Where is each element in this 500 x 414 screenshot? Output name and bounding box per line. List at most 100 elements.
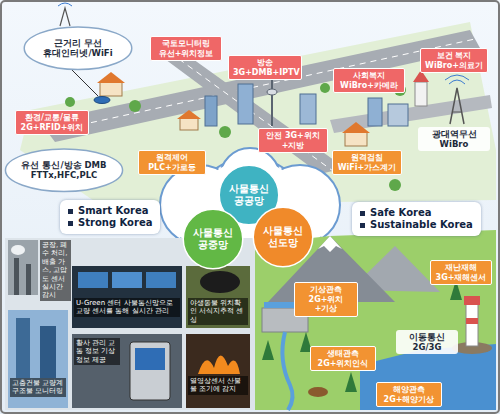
- tree: [389, 179, 401, 191]
- slogan-box: Safe KoreaSustainable Korea: [352, 202, 481, 236]
- signal-waves: [58, 3, 72, 6]
- node-label: 사물통신 공공망: [226, 183, 272, 207]
- screen: [146, 272, 176, 288]
- node-label: U-Green 센터 사물통신망으로 교량 센서를 통해 실시간 관리: [76, 299, 178, 316]
- device-photo: [72, 334, 182, 408]
- bear-photo: [186, 266, 250, 328]
- node-label: 사물통신 공중망: [190, 227, 236, 251]
- house-roof: [342, 122, 370, 133]
- control-room-photo: [72, 266, 182, 328]
- tower: [271, 80, 273, 126]
- node-label: 야생동물 위치확인 서식지추적 센싱: [190, 299, 246, 324]
- router: [94, 97, 110, 104]
- flame: [198, 355, 240, 374]
- house: [180, 118, 198, 130]
- photo-caption: 고층건물 교량계 구조물 모니터링: [10, 378, 66, 397]
- service-box: 원격제어 PLC+가로등: [138, 150, 206, 175]
- house-roof: [177, 110, 201, 119]
- wire: [72, 70, 98, 96]
- building-photo: [8, 310, 68, 408]
- service-box: 안전 3G+위치+지방: [258, 128, 328, 153]
- building: [238, 84, 253, 124]
- photo-caption: 야생동물 위치확인 서식지추적 센싱: [188, 298, 248, 325]
- smoke: [11, 245, 25, 255]
- node-label: 공장, 폐수 처리, 배출 가스, 고압도 센서 실시간 감시: [42, 241, 69, 300]
- network-label: 이동통신 2G/3G: [396, 330, 458, 354]
- service-box: 사회복지 WiBro+카메라: [333, 68, 405, 93]
- node-label: 원격검침 WiFi+가스계기: [337, 153, 397, 172]
- node-label: 보건 복지 WiBro+의료기: [425, 51, 483, 70]
- slogan-box: Smart KoreaStrong Korea: [60, 200, 160, 234]
- church: [415, 82, 427, 106]
- node-label: 생태관측 2G+위치인식: [315, 349, 371, 368]
- network-label: 광대역무선 WiBro: [418, 127, 490, 151]
- building: [300, 94, 316, 124]
- cloud-shape: [5, 149, 122, 192]
- antenna-tower: [450, 88, 464, 124]
- cloud-shape: [24, 27, 132, 70]
- node-label: Strong Korea: [68, 217, 152, 229]
- circle-shape: [183, 209, 243, 269]
- lighthouse: [466, 304, 478, 346]
- network-circle: 사물통신 공중망: [182, 208, 244, 270]
- photo-caption: U-Green 센터 사물통신망으로 교량 센서를 통해 실시간 관리: [74, 298, 180, 317]
- signal-waves: [445, 75, 469, 84]
- node-label: Safe Korea: [360, 207, 473, 219]
- node-label: 재난재해 3G+재해센서: [435, 263, 487, 282]
- factory-photo: [8, 240, 38, 295]
- screen: [112, 272, 142, 288]
- snow-peak: [318, 236, 342, 252]
- tree: [65, 97, 75, 107]
- service-box: 해양관측 2G+해양기상: [376, 382, 442, 407]
- tree: [129, 100, 141, 112]
- node-label: 이동통신 2G/3G: [400, 332, 454, 352]
- network-cloud: 근거리 무선 휴대인터넷/WiFi: [22, 26, 134, 70]
- network-circle: 사물통신 선도망: [252, 206, 314, 268]
- service-box: 방송 3G+DMB+IPTV: [228, 55, 302, 80]
- house-roof: [97, 72, 125, 83]
- node-label: 원격제어 PLC+가로등: [143, 153, 201, 172]
- lighthouse-top: [464, 296, 480, 305]
- tower-block: [16, 318, 30, 378]
- service-box: 생태관측 2G+위치인식: [310, 346, 376, 371]
- node-label: 안전 3G+위치+지방: [263, 131, 323, 150]
- house: [100, 82, 122, 96]
- photo-caption: 황사 관리 교통 정보 기상 정보 제공: [74, 338, 120, 365]
- bear: [200, 271, 240, 293]
- photo-caption: 공장, 폐수 처리, 배출 가스, 고압도 센서 실시간 감시: [40, 240, 71, 301]
- tree: [219, 126, 231, 138]
- chimney: [26, 264, 31, 295]
- node-label: 황사 관리 교통 정보 기상 정보 제공: [76, 339, 118, 364]
- tree: [262, 340, 274, 360]
- service-box: 국토모니터링 유선+위치정보: [150, 36, 222, 61]
- node-label: 방송 3G+DMB+IPTV: [233, 58, 297, 77]
- circle-shape: [253, 207, 313, 267]
- chimney: [14, 258, 19, 295]
- node-label: Sustainable Korea: [360, 219, 473, 231]
- horse: [308, 387, 328, 397]
- tree: [320, 83, 330, 93]
- service-box: 재난재해 3G+재해센서: [430, 260, 492, 285]
- node-label: 국토모니터링 유선+위치정보: [155, 39, 217, 58]
- network-cloud: 유선 통신/방송 DMB FTTx,HFC,PLC: [3, 148, 125, 192]
- node-label: 근거리 무선 휴대인터넷/WiFi: [40, 38, 116, 58]
- antenna-tower: [452, 112, 462, 113]
- tower-block: [40, 326, 56, 378]
- tower: [267, 89, 277, 95]
- node-label: 유선 통신/방송 DMB FTTx,HFC,PLC: [21, 160, 107, 180]
- service-box: 기상관측 2G+위치+기상: [294, 282, 358, 317]
- device-screen: [135, 348, 165, 370]
- node-label: 해양관측 2G+해양기상: [381, 385, 437, 404]
- antenna-tower: [60, 8, 70, 26]
- node-label: 환경/교통/물류 2G+RFID+위치: [20, 113, 84, 132]
- building: [205, 96, 217, 126]
- stream: [282, 332, 292, 410]
- tree: [345, 372, 357, 392]
- node-label: 사물통신 선도망: [260, 225, 306, 249]
- fire-photo: [186, 334, 250, 408]
- node-label: 고층건물 교량계 구조물 모니터링: [12, 379, 64, 396]
